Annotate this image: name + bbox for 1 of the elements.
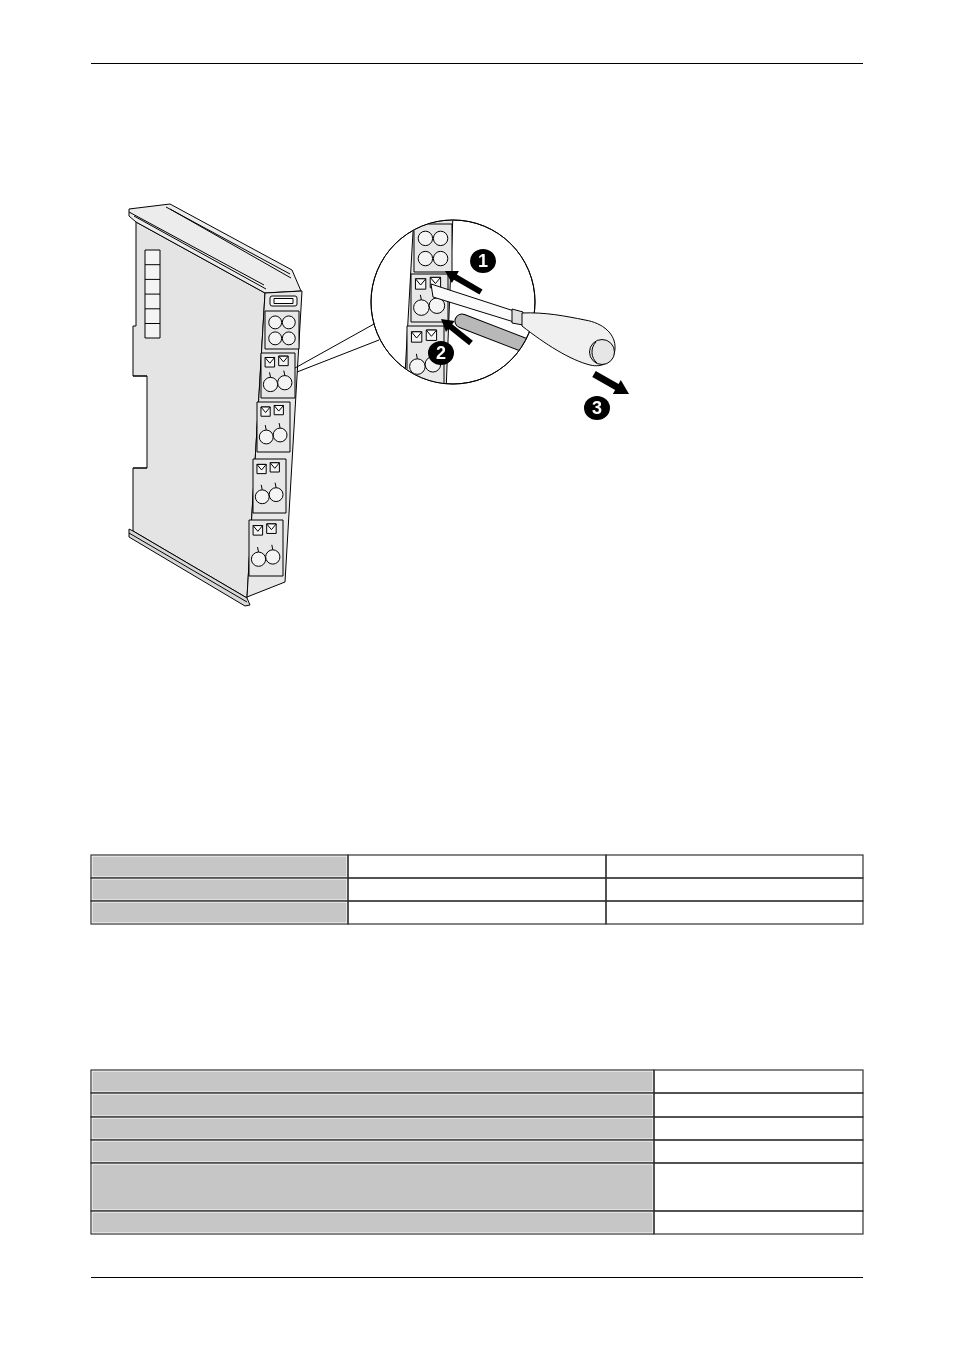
callout-number: 3 (584, 396, 610, 420)
